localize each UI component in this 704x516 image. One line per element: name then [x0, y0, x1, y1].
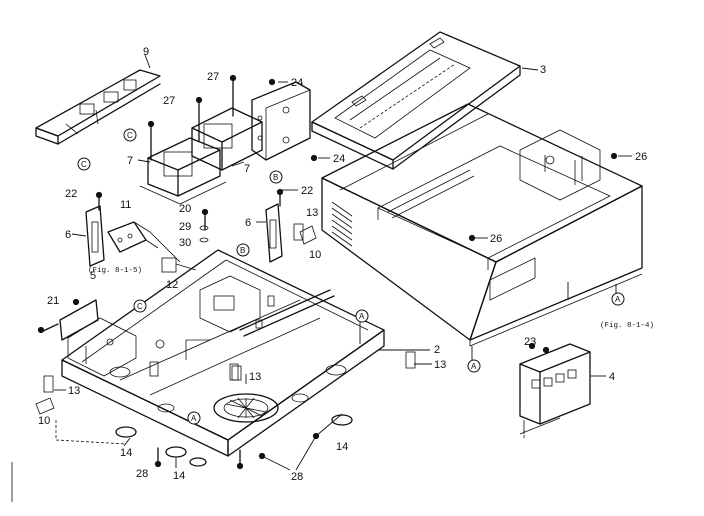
- printer-case: [321, 103, 643, 347]
- leader-lines: [54, 54, 632, 471]
- connector-12: [161, 257, 197, 273]
- label-5: 5: [90, 270, 96, 282]
- top-cover: [311, 31, 521, 170]
- case-vents: [331, 201, 353, 247]
- transformer-left: [139, 137, 227, 205]
- label-20: 20: [179, 203, 191, 215]
- label-2: 2: [434, 344, 440, 356]
- label-4: 4: [609, 371, 615, 383]
- label-22b: 22: [301, 185, 313, 197]
- shield-left-6: [85, 205, 105, 267]
- label-13b: 13: [434, 359, 446, 371]
- spacers: [43, 223, 416, 393]
- fig-ref-8-1-4: (Fig. 8-1-4): [600, 322, 654, 330]
- label-27b: 27: [163, 95, 175, 107]
- figure-references: (Fig. 8-1-5) (Fig. 8-1-4): [88, 267, 654, 330]
- label-13c: 13: [249, 371, 261, 383]
- label-22a: 22: [65, 188, 77, 200]
- feet-14: [115, 414, 353, 467]
- label-12: 12: [166, 279, 178, 291]
- bracket-24: [251, 81, 311, 161]
- callout-a3: A: [471, 362, 477, 371]
- label-10a: 10: [309, 249, 321, 261]
- part-labels: 9 27 27 24 3 7 7 24 26 22 11 6 22 6 13 2…: [38, 46, 647, 483]
- label-14b: 14: [173, 470, 185, 482]
- callout-a4: A: [191, 414, 197, 423]
- carriage-part-9: [35, 69, 161, 145]
- label-28b: 28: [291, 471, 303, 483]
- label-14a: 14: [120, 447, 132, 459]
- label-23: 23: [524, 336, 536, 348]
- label-24a: 24: [291, 77, 303, 89]
- label-27a: 27: [207, 71, 219, 83]
- callout-b1: B: [273, 173, 278, 182]
- label-6b: 6: [245, 217, 251, 229]
- power-cord: [107, 221, 181, 263]
- label-11: 11: [120, 199, 131, 211]
- callout-a1: A: [359, 312, 365, 321]
- label-13d: 13: [68, 385, 80, 397]
- label-28a: 28: [136, 468, 148, 480]
- label-26a: 26: [635, 151, 647, 163]
- label-29: 29: [179, 221, 191, 233]
- label-30: 30: [179, 237, 191, 249]
- label-3: 3: [540, 64, 546, 76]
- base-plate: [59, 249, 385, 457]
- callout-c1: C: [127, 131, 133, 140]
- clips-10: [35, 225, 317, 415]
- label-26b: 26: [490, 233, 502, 245]
- label-7a: 7: [127, 155, 133, 167]
- label-13a: 13: [306, 207, 318, 219]
- callout-c3: C: [137, 302, 143, 311]
- label-14c: 14: [336, 441, 348, 453]
- label-9: 9: [143, 46, 149, 58]
- label-21: 21: [47, 295, 59, 307]
- transformer-right: [191, 107, 263, 171]
- callout-b2: B: [240, 246, 245, 255]
- shield-right-6: [265, 203, 283, 263]
- screws: [37, 74, 618, 470]
- control-panel: [519, 343, 591, 435]
- label-6a: 6: [65, 229, 71, 241]
- fig-ref-8-1-5: (Fig. 8-1-5): [88, 267, 142, 275]
- callout-c2: C: [81, 160, 87, 169]
- label-10b: 10: [38, 415, 50, 427]
- label-24b: 24: [333, 153, 345, 165]
- callout-a2: A: [615, 295, 621, 304]
- callouts: C C B B A A C A A: [77, 128, 625, 425]
- label-7b: 7: [244, 163, 250, 175]
